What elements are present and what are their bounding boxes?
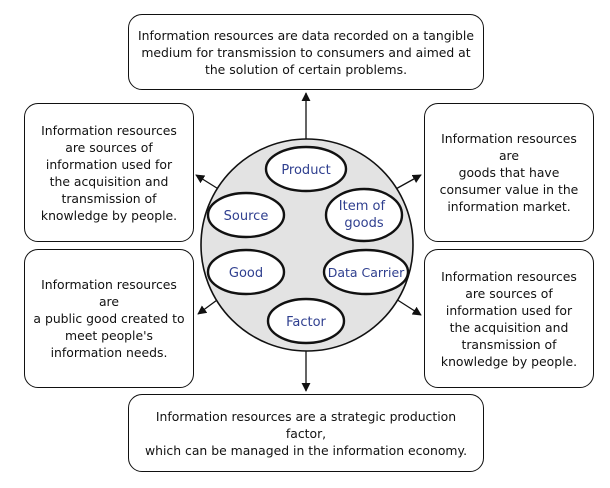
definition-box-left-upper: Information resources are sources of inf… [24, 103, 194, 242]
node-product: Product [264, 145, 348, 193]
node-source-label: Source [224, 209, 269, 224]
definition-box-left-lower: Information resources are a public good … [24, 249, 194, 388]
definition-text-right-upper: Information resources are goods that hav… [439, 131, 579, 214]
node-factor: Factor [266, 297, 346, 345]
definition-box-top: Information resources are data recorded … [128, 14, 484, 90]
node-good: Good [206, 248, 286, 296]
definition-text-top: Information resources are data recorded … [138, 27, 474, 77]
definition-text-right-lower: Information resources are sources of inf… [440, 268, 578, 369]
node-item-of-goods-line1: Item of [339, 199, 386, 214]
definition-text-bottom: Information resources are a strategic pr… [144, 408, 468, 458]
node-item-of-goods: Item of goods [324, 187, 404, 243]
node-item-of-goods-label: Item of goods [339, 199, 389, 231]
node-data-carrier: Data Carrier [322, 248, 410, 296]
definition-box-right-upper: Information resources are goods that hav… [424, 103, 594, 242]
definition-text-left-upper: Information resources are sources of inf… [40, 122, 178, 223]
node-source: Source [206, 191, 286, 239]
definition-box-right-lower: Information resources are sources of inf… [424, 249, 594, 388]
node-product-label: Product [281, 163, 330, 178]
node-good-label: Good [229, 266, 263, 281]
definition-text-left-lower: Information resources are a public good … [33, 277, 185, 360]
node-factor-label: Factor [286, 315, 326, 330]
node-item-of-goods-line2: goods [344, 216, 383, 231]
node-data-carrier-label: Data Carrier [328, 265, 405, 280]
definition-box-bottom: Information resources are a strategic pr… [128, 394, 484, 472]
